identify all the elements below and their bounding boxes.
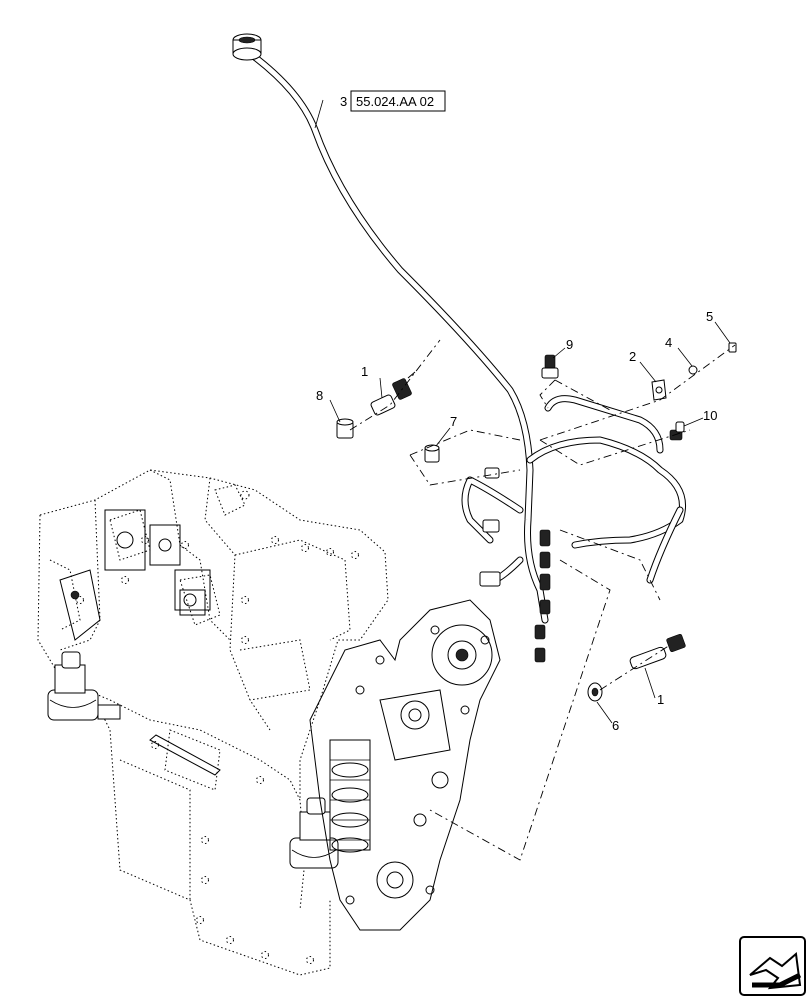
seal-item-6 bbox=[587, 682, 603, 702]
bracket-item-2 bbox=[651, 379, 667, 401]
callout-2: 2 bbox=[629, 349, 636, 364]
sensor-item-10 bbox=[669, 421, 685, 441]
bolt-item-5 bbox=[728, 342, 737, 353]
pressure-switch-item-9 bbox=[541, 354, 559, 379]
leader-lines bbox=[314, 99, 731, 724]
transmission-housing bbox=[37, 469, 389, 976]
sleeve-item-7 bbox=[424, 444, 440, 463]
washer-item-4 bbox=[688, 365, 698, 375]
callout-3: 3 bbox=[340, 94, 347, 109]
callout-6: 6 bbox=[612, 718, 619, 733]
return-arrow-icon[interactable] bbox=[739, 936, 806, 996]
callout-1-top: 1 bbox=[361, 364, 368, 379]
callout-10: 10 bbox=[703, 408, 717, 423]
reference-label: 55.024.AA 02 bbox=[356, 94, 434, 109]
harness-top-connector bbox=[232, 33, 262, 61]
main-wiring-harness bbox=[244, 48, 686, 624]
assembly-lines bbox=[349, 339, 736, 861]
left-axle-hub bbox=[47, 651, 121, 721]
speed-sensor-bottom bbox=[629, 633, 686, 670]
speed-sensor-top bbox=[370, 371, 416, 416]
callout-4: 4 bbox=[665, 335, 672, 350]
right-axle-hub bbox=[289, 797, 339, 869]
callout-7: 7 bbox=[450, 414, 457, 429]
callout-5: 5 bbox=[706, 309, 713, 324]
callout-8: 8 bbox=[316, 388, 323, 403]
control-valve-block bbox=[309, 599, 501, 931]
reference-box[interactable]: 55.024.AA 02 bbox=[350, 90, 446, 112]
callout-9: 9 bbox=[566, 337, 573, 352]
sleeve-item-8 bbox=[336, 418, 354, 439]
linkage-rod bbox=[149, 734, 221, 776]
left-side-fittings bbox=[59, 509, 211, 641]
callout-1-bottom: 1 bbox=[657, 692, 664, 707]
